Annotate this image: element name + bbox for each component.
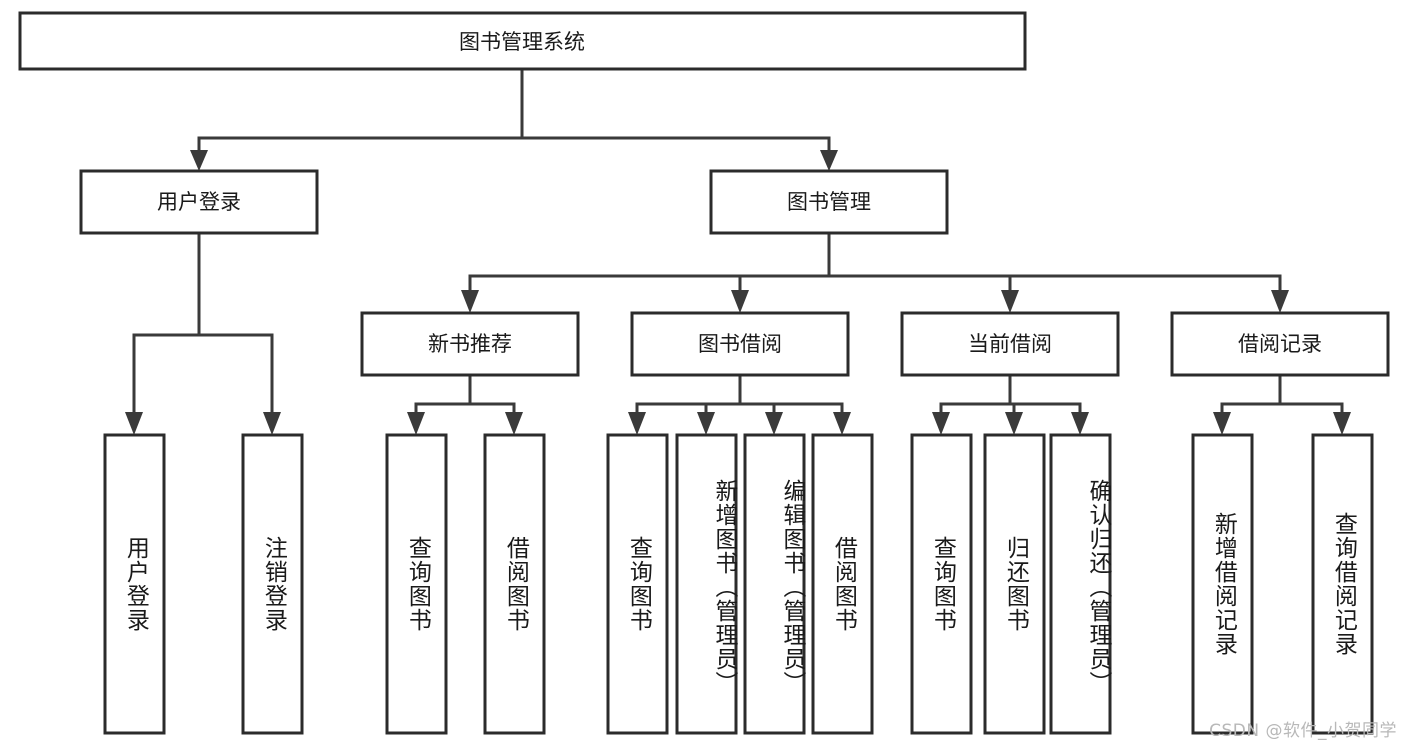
- node-box-leaf-user-login[interactable]: [103, 433, 166, 735]
- node-box-book-manage[interactable]: [709, 169, 949, 235]
- csdn-watermark: CSDN @软件_小贺同学: [1209, 721, 1397, 741]
- node-label-book-borrow: 图书借阅: [698, 332, 782, 356]
- arrowhead-leaf-user-login: [125, 412, 143, 435]
- node-label-book-manage: 图书管理: [787, 190, 871, 214]
- node-box-user-login[interactable]: [79, 169, 319, 235]
- node-box-root[interactable]: [18, 11, 1027, 71]
- edge-layer: [125, 67, 1351, 435]
- arrowhead-book-borrow: [731, 290, 749, 313]
- node-box-leaf-add-book[interactable]: [675, 433, 738, 735]
- node-box-leaf-query-record[interactable]: [1311, 433, 1374, 735]
- node-box-leaf-confirm-return[interactable]: [1049, 433, 1112, 735]
- node-box-new-book-recommend[interactable]: [360, 311, 580, 377]
- arrowhead-leaf-query-book-3: [932, 412, 950, 435]
- arrowhead-leaf-borrow-book-2: [833, 412, 851, 435]
- arrowhead-user-login: [190, 150, 208, 171]
- arrowhead-leaf-query-book-2: [628, 412, 646, 435]
- arrowhead-leaf-return-book: [1005, 412, 1023, 435]
- node-box-leaf-query-book-1[interactable]: [385, 433, 448, 735]
- arrowhead-leaf-add-book: [697, 412, 715, 435]
- arrowhead-leaf-borrow-book-1: [505, 412, 523, 435]
- arrowhead-new-book-recommend: [461, 290, 479, 313]
- node-box-borrow-record[interactable]: [1170, 311, 1390, 377]
- node-label-user-login: 用户登录: [157, 190, 241, 214]
- node-box-leaf-return-book[interactable]: [983, 433, 1046, 735]
- node-box-leaf-logout[interactable]: [241, 433, 304, 735]
- arrowhead-book-manage: [820, 150, 838, 171]
- node-box-leaf-add-record[interactable]: [1191, 433, 1254, 735]
- node-box-leaf-query-book-2[interactable]: [606, 433, 669, 735]
- node-box-leaf-edit-book[interactable]: [743, 433, 806, 735]
- arrowhead-leaf-logout: [263, 412, 281, 435]
- arrowhead-leaf-add-record: [1213, 412, 1231, 435]
- node-label-current-borrow: 当前借阅: [968, 332, 1052, 356]
- arrowhead-leaf-confirm-return: [1071, 412, 1089, 435]
- arrowhead-current-borrow: [1001, 290, 1019, 313]
- node-layer: 图书管理系统 用户登录 图书管理 新书推荐 图书借阅 当前借阅 借阅记录: [18, 11, 1390, 735]
- node-box-leaf-borrow-book-2[interactable]: [811, 433, 874, 735]
- arrowhead-leaf-query-book-1: [407, 412, 425, 435]
- node-box-book-borrow[interactable]: [630, 311, 850, 377]
- node-box-current-borrow[interactable]: [900, 311, 1120, 377]
- node-box-leaf-query-book-3[interactable]: [910, 433, 973, 735]
- arrowhead-borrow-record: [1271, 290, 1289, 313]
- node-label-root: 图书管理系统: [459, 30, 585, 54]
- node-label-new-book-recommend: 新书推荐: [428, 332, 512, 356]
- node-box-leaf-borrow-book-1[interactable]: [483, 433, 546, 735]
- arrowhead-leaf-edit-book: [765, 412, 783, 435]
- arrowhead-leaf-query-record: [1333, 412, 1351, 435]
- node-label-borrow-record: 借阅记录: [1238, 332, 1322, 356]
